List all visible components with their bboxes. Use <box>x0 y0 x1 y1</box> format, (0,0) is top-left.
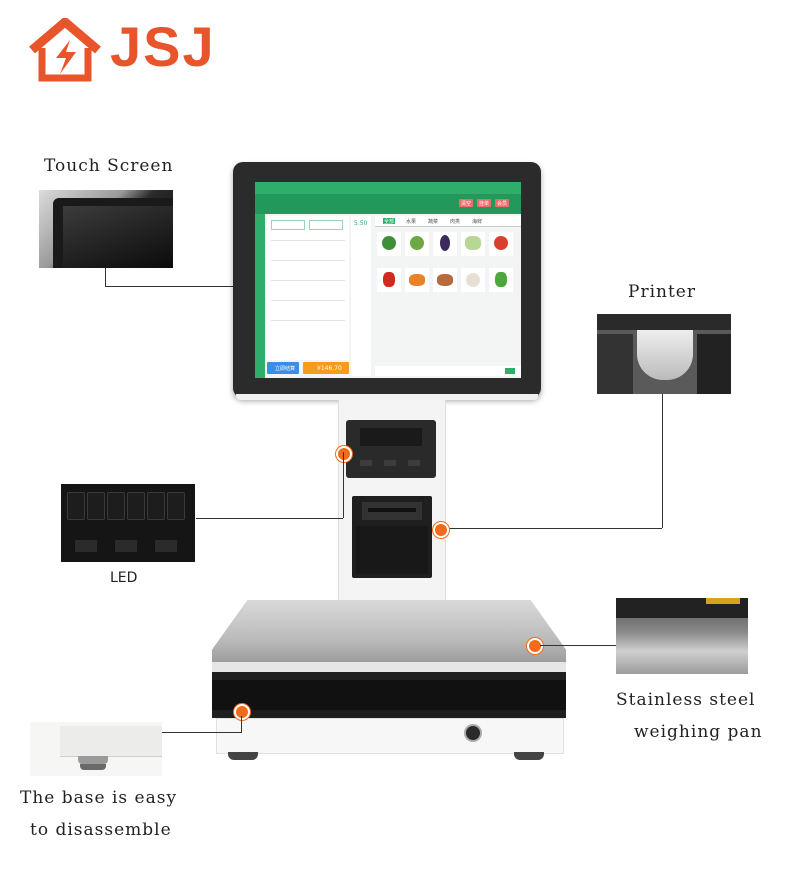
base-marker <box>234 704 250 720</box>
screen-checkout-button: 立即结算 <box>267 362 299 374</box>
screen-tab: 水果 <box>406 219 417 225</box>
product-grid <box>377 232 517 318</box>
brand-name: JSJ <box>110 15 216 78</box>
led-label: LED <box>110 570 138 586</box>
base-label-line1: The base is easy <box>20 788 178 808</box>
foot-right <box>514 752 544 760</box>
pan-marker <box>527 638 543 654</box>
printer-marker <box>433 522 449 538</box>
stand-led-window <box>346 420 436 478</box>
screen-top-buttons: 清空 挂单 会员 <box>459 200 515 208</box>
screen-tab: 全部 <box>384 219 395 225</box>
screen-tab: 蔬菜 <box>428 219 439 225</box>
base-detail-photo <box>30 722 162 776</box>
weighing-pan <box>212 600 566 662</box>
stand-printer <box>352 496 432 578</box>
pan-detail-photo <box>616 598 748 674</box>
screen-total: ¥146.70 <box>303 362 349 374</box>
screen-tab: 海鲜 <box>472 219 483 225</box>
screen-top-button: 挂单 <box>479 201 490 207</box>
base-label-line2: to disassemble <box>30 820 172 840</box>
led-detail-photo <box>61 484 195 562</box>
pan-label-line2: weighing pan <box>634 722 763 742</box>
scale-base <box>212 672 566 718</box>
touch-screen-monitor: 5.50 立即结算 ¥146.70 <box>233 162 541 398</box>
touch-screen-label: Touch Screen <box>44 156 174 176</box>
printer-label: Printer <box>628 282 696 302</box>
touch-screen-detail-photo <box>39 190 173 268</box>
level-bubble-icon <box>464 724 482 742</box>
screen-tab: 肉类 <box>450 219 461 225</box>
screen-display: 5.50 立即结算 ¥146.70 <box>255 182 521 378</box>
printer-detail-photo <box>597 314 731 394</box>
pan-label-line1: Stainless steel <box>616 690 756 710</box>
screen-weight: 5.50 <box>354 220 368 227</box>
house-logo-icon <box>29 18 101 82</box>
screen-top-button: 清空 <box>461 201 472 207</box>
screen-tabs: 全部 水果 蔬菜 肉类 海鲜 <box>378 218 518 226</box>
led-marker <box>336 446 352 462</box>
brand-logo: JSJ <box>26 14 226 86</box>
foot-left <box>228 752 258 760</box>
screen-top-button: 会员 <box>497 201 508 207</box>
